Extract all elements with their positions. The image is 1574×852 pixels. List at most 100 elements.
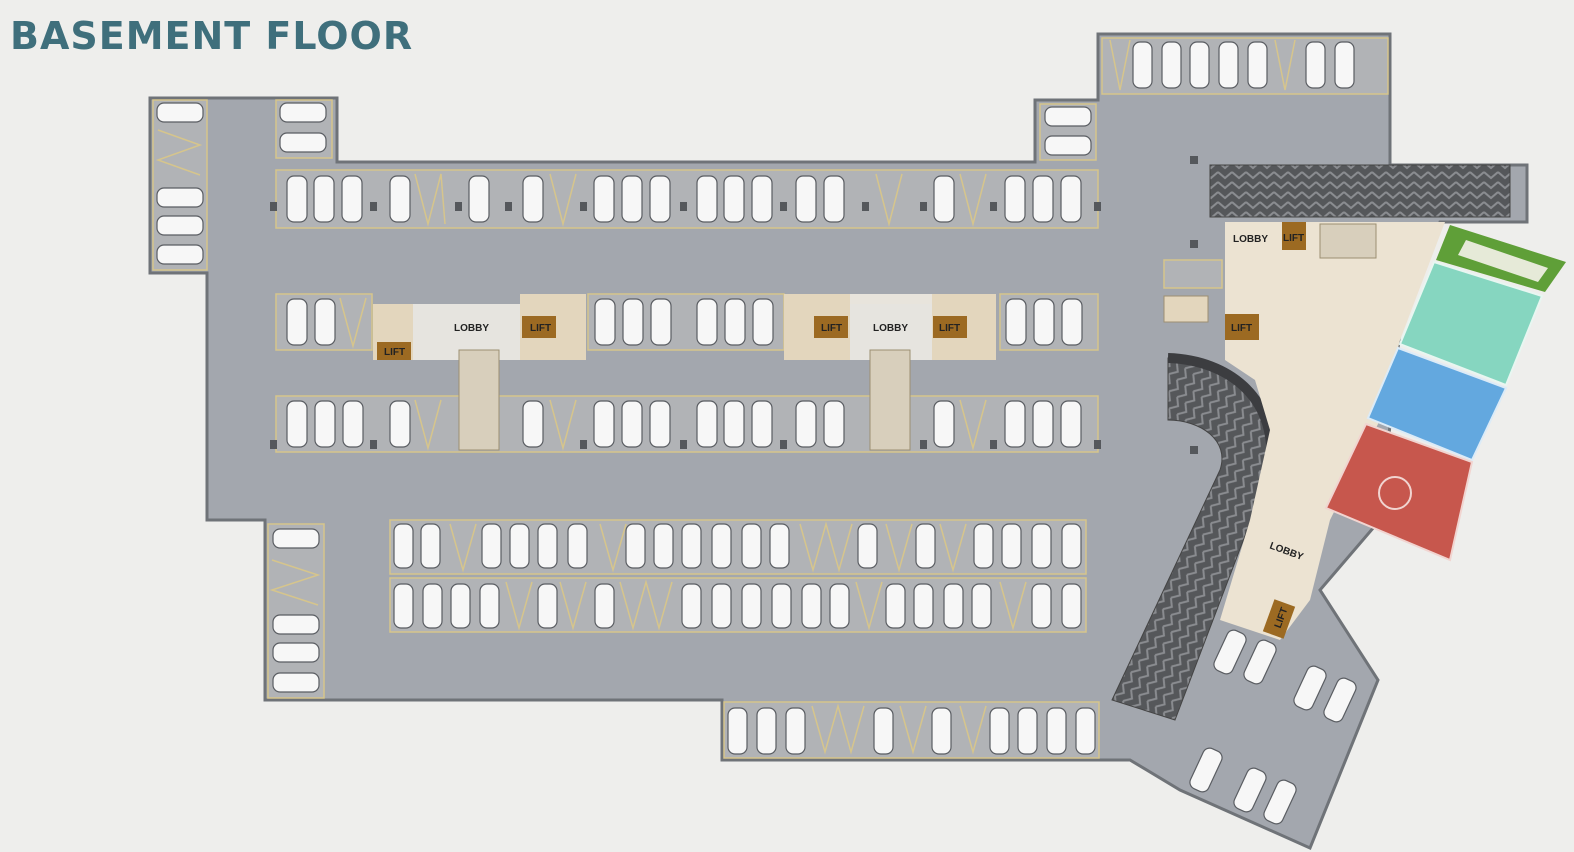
car	[1323, 677, 1357, 723]
car	[1305, 41, 1326, 89]
car	[522, 175, 544, 223]
lift-east-2	[1225, 314, 1259, 340]
car	[696, 400, 718, 448]
car	[272, 642, 320, 663]
car	[272, 672, 320, 693]
car	[272, 528, 320, 549]
court-basketball	[1324, 422, 1474, 562]
car	[931, 707, 952, 755]
car	[314, 298, 336, 346]
sports-area	[1324, 225, 1566, 562]
car	[711, 523, 732, 569]
car	[1032, 400, 1054, 448]
car	[723, 400, 745, 448]
car	[696, 175, 718, 223]
entry-stair-east	[1163, 295, 1209, 323]
car	[711, 583, 732, 629]
car	[915, 523, 936, 569]
car	[1004, 175, 1026, 223]
stair-west	[458, 349, 500, 451]
empty-bay-markings	[155, 39, 1296, 755]
lift-label-west-1: LIFT	[384, 347, 405, 358]
car	[1334, 41, 1355, 89]
car	[771, 583, 792, 629]
car	[621, 400, 643, 448]
car	[342, 400, 364, 448]
bay-strip-east	[1163, 259, 1223, 289]
court-teal	[1398, 260, 1544, 387]
car	[393, 583, 414, 629]
car	[522, 400, 544, 448]
car	[1189, 747, 1223, 793]
car	[1060, 175, 1082, 223]
lift-label-center-1: LIFT	[821, 323, 842, 334]
car	[286, 298, 308, 346]
lobby-label-center: LOBBY	[873, 323, 908, 334]
car	[1046, 707, 1067, 755]
car	[156, 102, 204, 123]
core-center: LOBBY LIFT LIFT	[784, 294, 996, 451]
car	[313, 175, 335, 223]
car	[393, 523, 414, 569]
car	[795, 400, 817, 448]
car	[1075, 707, 1096, 755]
car	[973, 523, 994, 569]
car	[593, 175, 615, 223]
lift-label-east-2: LIFT	[1231, 323, 1252, 334]
car	[751, 400, 773, 448]
car	[341, 175, 363, 223]
car	[314, 400, 336, 448]
car	[1061, 583, 1082, 629]
car	[752, 298, 774, 346]
bay-strip-middle-center	[587, 293, 785, 351]
car	[156, 187, 204, 208]
car	[420, 523, 441, 569]
car	[422, 583, 443, 629]
car	[1132, 41, 1153, 89]
car	[1061, 298, 1083, 346]
car	[279, 132, 327, 153]
stair-east	[1319, 223, 1377, 259]
entry-ramp-north	[1209, 164, 1511, 218]
structural-columns	[270, 156, 1198, 454]
car	[156, 244, 204, 265]
page-title: BASEMENT FLOOR	[10, 14, 414, 58]
lift-label-west-2: LIFT	[530, 323, 551, 334]
car	[1189, 41, 1210, 89]
car	[696, 298, 718, 346]
car	[509, 523, 530, 569]
car	[1031, 583, 1052, 629]
lawn-panel	[1458, 240, 1548, 282]
car	[621, 175, 643, 223]
lift-center-1	[814, 316, 848, 338]
court-blue	[1366, 346, 1508, 462]
car	[286, 400, 308, 448]
car	[885, 583, 906, 629]
car	[971, 583, 992, 629]
car	[389, 175, 411, 223]
car	[727, 707, 748, 755]
lobby-label-west: LOBBY	[454, 323, 489, 334]
car	[741, 583, 762, 629]
car	[622, 298, 644, 346]
car	[537, 583, 558, 629]
bay-strip-bottom	[723, 701, 1100, 759]
car	[1005, 298, 1027, 346]
car	[594, 298, 616, 346]
car	[286, 175, 308, 223]
car	[1161, 41, 1182, 89]
car	[593, 400, 615, 448]
car	[1243, 639, 1277, 685]
car	[1293, 665, 1327, 711]
car	[933, 175, 955, 223]
car	[649, 175, 671, 223]
car	[1017, 707, 1038, 755]
car	[741, 523, 762, 569]
car	[653, 523, 674, 569]
car	[795, 175, 817, 223]
car	[751, 175, 773, 223]
bay-strip-west-low	[267, 523, 325, 699]
car	[1031, 523, 1052, 569]
car	[681, 523, 702, 569]
